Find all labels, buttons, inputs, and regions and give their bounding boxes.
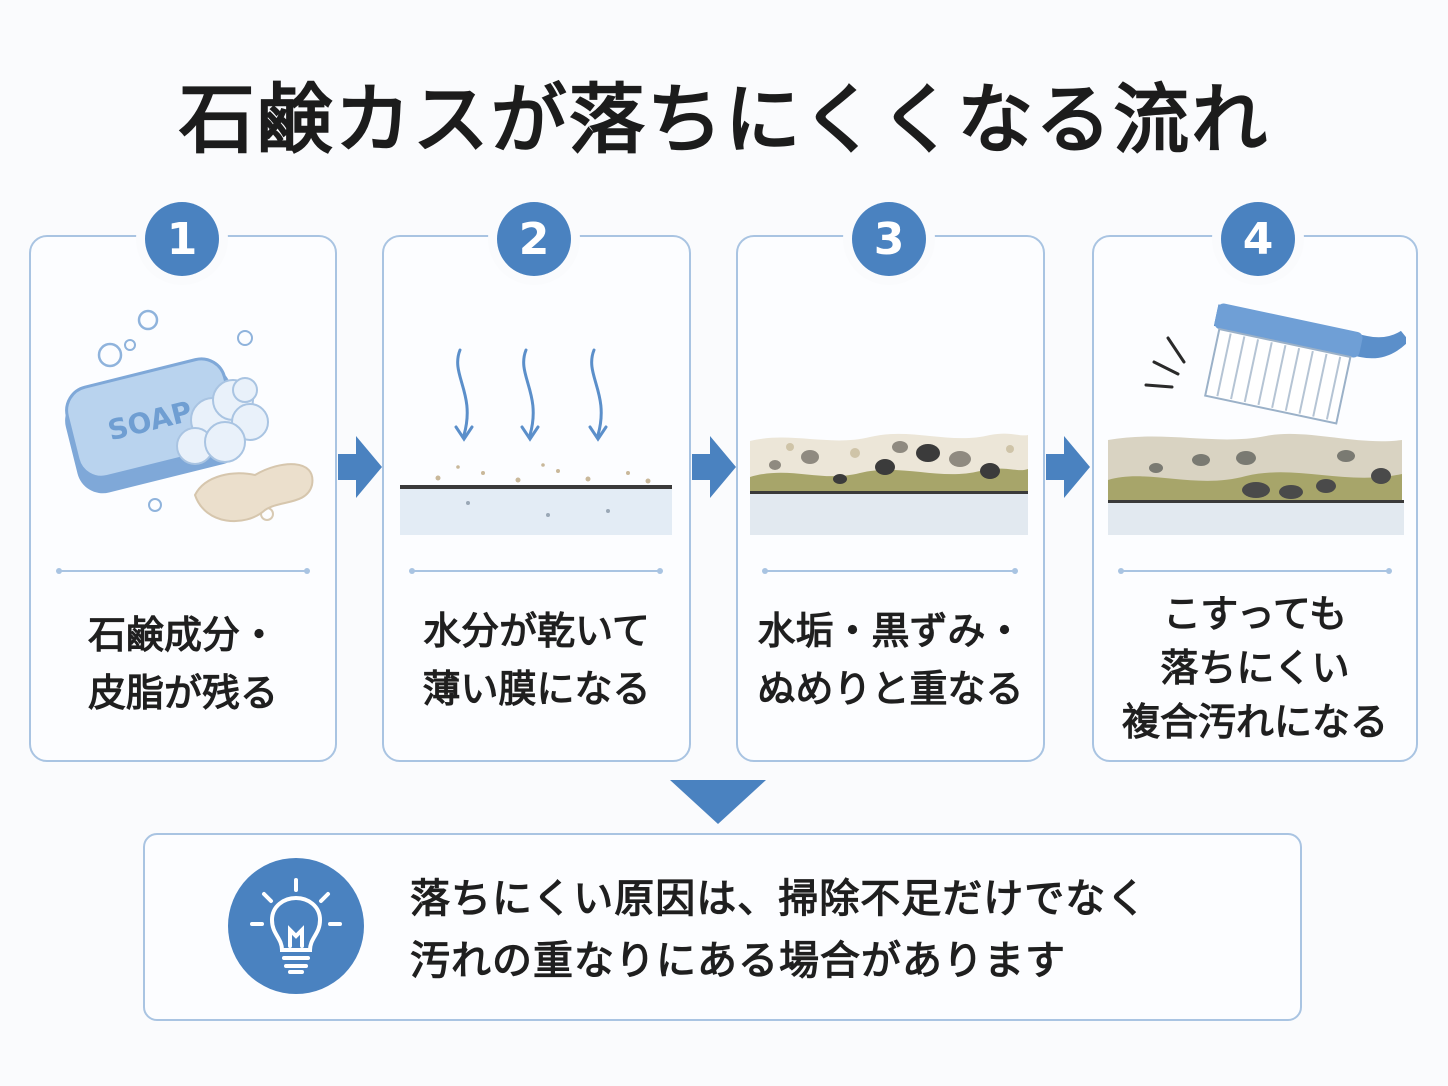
- right-arrow-icon: [338, 436, 382, 498]
- step-text-line: 落ちにくい: [1160, 646, 1350, 690]
- step-text-line: 石鹸成分・: [87, 613, 278, 657]
- lightbulb-icon: [228, 858, 364, 994]
- summary-line: 汚れの重なりにある場合があります: [410, 938, 1066, 984]
- step-text-3: 水垢・黒ずみ・ ぬめりと重なる: [736, 602, 1045, 718]
- layered-grime-icon: [750, 433, 1028, 535]
- step-text-line: ぬめりと重なる: [757, 667, 1024, 711]
- step-text-line: 水分が乾いて: [423, 609, 650, 653]
- bubble: [97, 342, 123, 368]
- step-text-line: 皮脂が残る: [87, 671, 278, 715]
- soap-bar-icon: SOAP: [65, 309, 314, 523]
- step-divider-2: [409, 568, 663, 574]
- step-number-badge-4: 4: [1221, 202, 1295, 276]
- evaporation-arrows-icon: [400, 348, 672, 535]
- bubble: [124, 339, 136, 351]
- step-text-line: 薄い膜になる: [422, 667, 651, 711]
- step-text-2: 水分が乾いて 薄い膜になる: [382, 602, 691, 718]
- soap-residue-icon: [193, 463, 314, 523]
- summary-text: 落ちにくい原因は、掃除不足だけでなく 汚れの重なりにある場合があります: [410, 868, 1147, 992]
- foam-icon: [176, 377, 269, 465]
- right-arrow-icon: [1046, 436, 1090, 498]
- step-text-line: 複合汚れになる: [1121, 700, 1388, 744]
- step-divider-3: [762, 568, 1018, 574]
- step-text-4: こすっても 落ちにくい 複合汚れになる: [1092, 587, 1418, 749]
- summary-line: 落ちにくい原因は、掃除不足だけでなく: [410, 876, 1148, 922]
- step-number-badge-3: 3: [852, 202, 926, 276]
- step-text-1: 石鹸成分・ 皮脂が残る: [29, 606, 337, 722]
- scrub-brush-icon: [1108, 303, 1406, 535]
- bubble: [237, 330, 253, 346]
- step-text-line: こすっても: [1163, 592, 1347, 636]
- step-divider-1: [56, 568, 310, 574]
- step-number-badge-2: 2: [497, 202, 571, 276]
- step-text-line: 水垢・黒ずみ・: [757, 609, 1024, 653]
- page-title: 石鹸カスが落ちにくくなる流れ: [178, 75, 1270, 164]
- step-divider-4: [1118, 568, 1392, 574]
- down-triangle-icon: [670, 780, 766, 824]
- bubble: [148, 498, 162, 512]
- step-number-badge-1: 1: [145, 202, 219, 276]
- bubble: [137, 309, 159, 331]
- right-arrow-icon: [692, 436, 736, 498]
